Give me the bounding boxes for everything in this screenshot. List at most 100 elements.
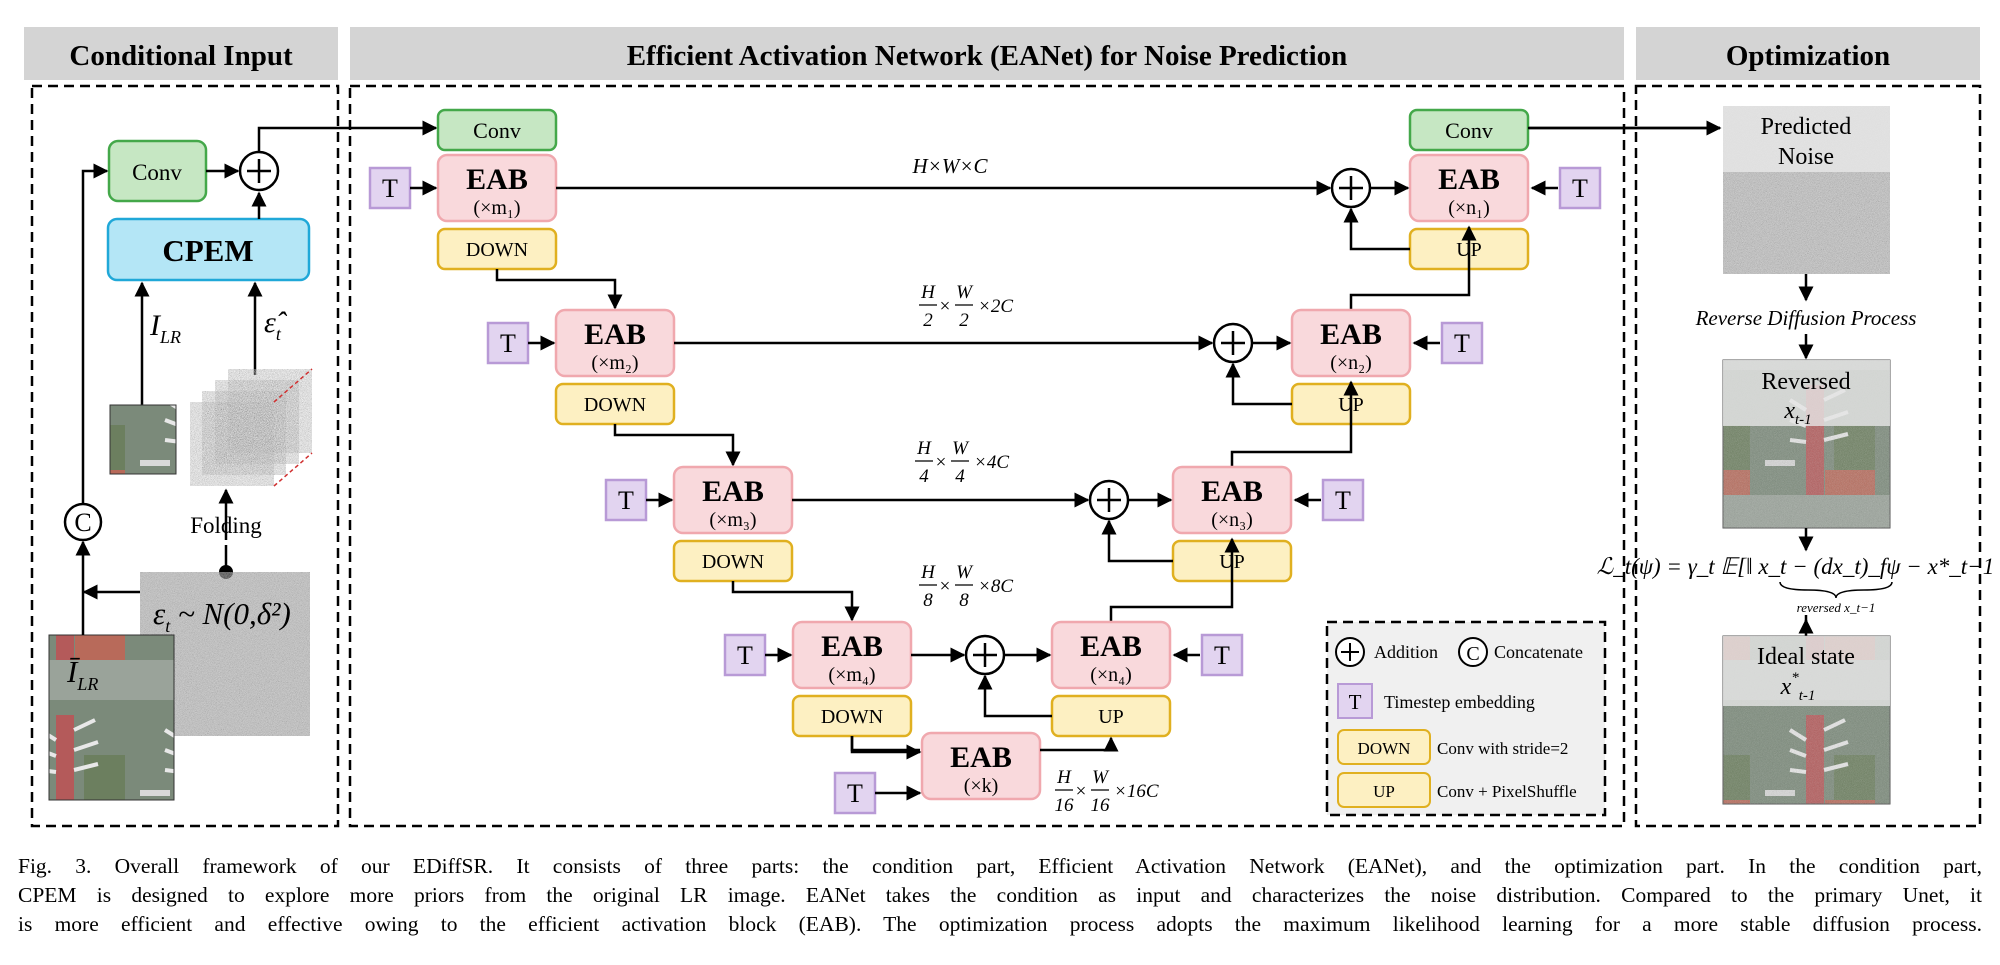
bottom-t-label: T bbox=[847, 779, 863, 808]
svg-text:UP: UP bbox=[1373, 782, 1395, 801]
svg-text:W: W bbox=[952, 438, 970, 459]
enc-eab-1-label: EAB bbox=[466, 163, 528, 196]
header-conditional-input-bg bbox=[24, 27, 338, 80]
dec-eab-4-mult: (×n₄) bbox=[1090, 664, 1132, 686]
svg-text:×4C: ×4C bbox=[974, 452, 1009, 473]
legend-concat-icon bbox=[1458, 637, 1488, 667]
folding-label: Folding bbox=[190, 513, 262, 538]
enc-t-3-box bbox=[604, 478, 648, 522]
cpem-label: CPEM bbox=[162, 233, 253, 268]
section-headers: Conditional Input Efficient Activation N… bbox=[24, 27, 1980, 80]
bottom-eab-mult: (×k) bbox=[964, 775, 999, 797]
svg-text:×: × bbox=[940, 296, 951, 317]
i-lr-label: ILR bbox=[149, 309, 181, 347]
dec-eab-3-box bbox=[1171, 465, 1293, 535]
svg-text:×: × bbox=[936, 452, 947, 473]
dec-t-1-label: T bbox=[1572, 174, 1588, 203]
svg-text:2: 2 bbox=[959, 310, 969, 331]
dec-t-2-box bbox=[1440, 321, 1484, 365]
dec-eab-1-box bbox=[1408, 153, 1530, 223]
frame-optimization bbox=[1634, 84, 1982, 828]
predicted-noise-line2: Noise bbox=[1778, 144, 1834, 170]
ideal-state-x: x*t-1 bbox=[1780, 670, 1816, 704]
bottom-eab-box bbox=[920, 731, 1042, 801]
svg-text:8: 8 bbox=[959, 590, 969, 611]
dim-l1: H×W×C bbox=[911, 154, 988, 178]
dec-eab-2-mult: (×n₂) bbox=[1330, 352, 1372, 374]
legend-timestep: Timestep embedding bbox=[1384, 692, 1535, 712]
legend: Addition C Concatenate T Timestep embedd… bbox=[1325, 620, 1607, 817]
frame-eanet bbox=[348, 84, 1626, 828]
svg-text:W: W bbox=[956, 282, 974, 303]
svg-text:W: W bbox=[1092, 767, 1110, 788]
svg-text:×16C: ×16C bbox=[1114, 781, 1159, 802]
legend-t-box bbox=[1337, 683, 1373, 719]
legend-concatenate: Concatenate bbox=[1494, 642, 1583, 662]
svg-text:H: H bbox=[916, 438, 932, 459]
svg-text:16: 16 bbox=[1091, 795, 1111, 816]
svg-text:16: 16 bbox=[1055, 795, 1075, 816]
enc-eab-3-mult: (×m₃) bbox=[709, 509, 756, 531]
enc-eab-3-label: EAB bbox=[702, 475, 764, 508]
enc-down-3-label: DOWN bbox=[702, 551, 764, 573]
lr-image-thumbnail bbox=[109, 404, 177, 475]
enc-down-1-label: DOWN bbox=[466, 239, 528, 261]
dec-t-3-box bbox=[1321, 478, 1365, 522]
svg-text:T: T bbox=[1349, 690, 1362, 714]
svg-text:DOWN: DOWN bbox=[1358, 739, 1411, 758]
dec-eab-4-box bbox=[1050, 620, 1172, 690]
framework-diagram: Conditional Input Efficient Activation N… bbox=[24, 27, 2000, 828]
eps-hat-label: ε̂t bbox=[264, 306, 288, 344]
loss-formula: ℒ_t(ψ) = γ_t 𝔼[‖ x_t − (dx_t)_fψ − x*_t−… bbox=[1597, 554, 2000, 579]
enc-t-2-label: T bbox=[500, 329, 516, 358]
enc-eab-2-label: EAB bbox=[584, 318, 646, 351]
enc-eab-2-mult: (×m₂) bbox=[591, 352, 638, 374]
legend-down-box bbox=[1337, 729, 1431, 765]
optimization-section: Predicted Noise Reverse Diffusion Proces… bbox=[1529, 105, 2000, 805]
conditional-input-section: Conv CPEM ILR ε̂t Folding bbox=[48, 120, 438, 801]
dec-eab-3-label: EAB bbox=[1201, 475, 1263, 508]
svg-text:4: 4 bbox=[919, 466, 929, 487]
enc-t-3-label: T bbox=[618, 486, 634, 515]
svg-text:×: × bbox=[940, 576, 951, 597]
dec-t-2-label: T bbox=[1454, 329, 1470, 358]
dec-t-4-box bbox=[1200, 633, 1244, 677]
dim-l2: H2×W2×2C bbox=[919, 282, 1013, 331]
enc-t-1-label: T bbox=[382, 174, 398, 203]
reversed-x: xt-1 bbox=[1783, 398, 1811, 428]
legend-down-desc: Conv with stride=2 bbox=[1437, 739, 1568, 758]
svg-text:C: C bbox=[1466, 643, 1479, 665]
dec-up-4-label: UP bbox=[1098, 706, 1124, 728]
header-optimization: Optimization bbox=[1726, 40, 1890, 72]
dim-l5: H16×W16×16C bbox=[1055, 767, 1159, 816]
bottom-eab-label: EAB bbox=[950, 741, 1012, 774]
dec-t-4-label: T bbox=[1214, 641, 1230, 670]
dec-eab-1-label: EAB bbox=[1438, 163, 1500, 196]
dim-l4: H8×W8×8C bbox=[919, 562, 1013, 611]
dec-eab-2-box bbox=[1290, 308, 1412, 378]
dec-eab-3-mult: (×n₃) bbox=[1211, 509, 1253, 531]
dim-l3: H4×W4×4C bbox=[915, 438, 1009, 487]
dec-t-1-box bbox=[1558, 166, 1602, 210]
enc-down-4-label: DOWN bbox=[821, 706, 883, 728]
enc-t-4-label: T bbox=[737, 641, 753, 670]
svg-text:H: H bbox=[1056, 767, 1072, 788]
figure-caption: Fig. 3. Overall framework of our EDiffSR… bbox=[18, 852, 1982, 939]
cond-conv-label: Conv bbox=[132, 160, 182, 185]
legend-up-desc: Conv + PixelShuffle bbox=[1437, 782, 1577, 801]
svg-text:W: W bbox=[956, 562, 974, 583]
caption-line-2: CPEM is designed to explore more priors … bbox=[18, 883, 1982, 907]
dec-t-3-label: T bbox=[1335, 486, 1351, 515]
i-bar-lr-label: ĪLR bbox=[66, 654, 98, 694]
loss-underbrace-label: reversed x_t−1 bbox=[1797, 600, 1876, 615]
header-optimization-bg bbox=[1636, 27, 1980, 80]
svg-text:2: 2 bbox=[923, 310, 933, 331]
dec-eab-4-label: EAB bbox=[1080, 630, 1142, 663]
ideal-state-label: Ideal state bbox=[1757, 644, 1855, 670]
svg-text:×8C: ×8C bbox=[978, 576, 1013, 597]
caption-line-3: is more efficient and effective owing to… bbox=[18, 912, 1982, 936]
enc-down-2-label: DOWN bbox=[584, 394, 646, 416]
enc-eab-4-label: EAB bbox=[821, 630, 883, 663]
svg-text:H: H bbox=[920, 562, 936, 583]
bottom-t-box bbox=[833, 771, 877, 815]
